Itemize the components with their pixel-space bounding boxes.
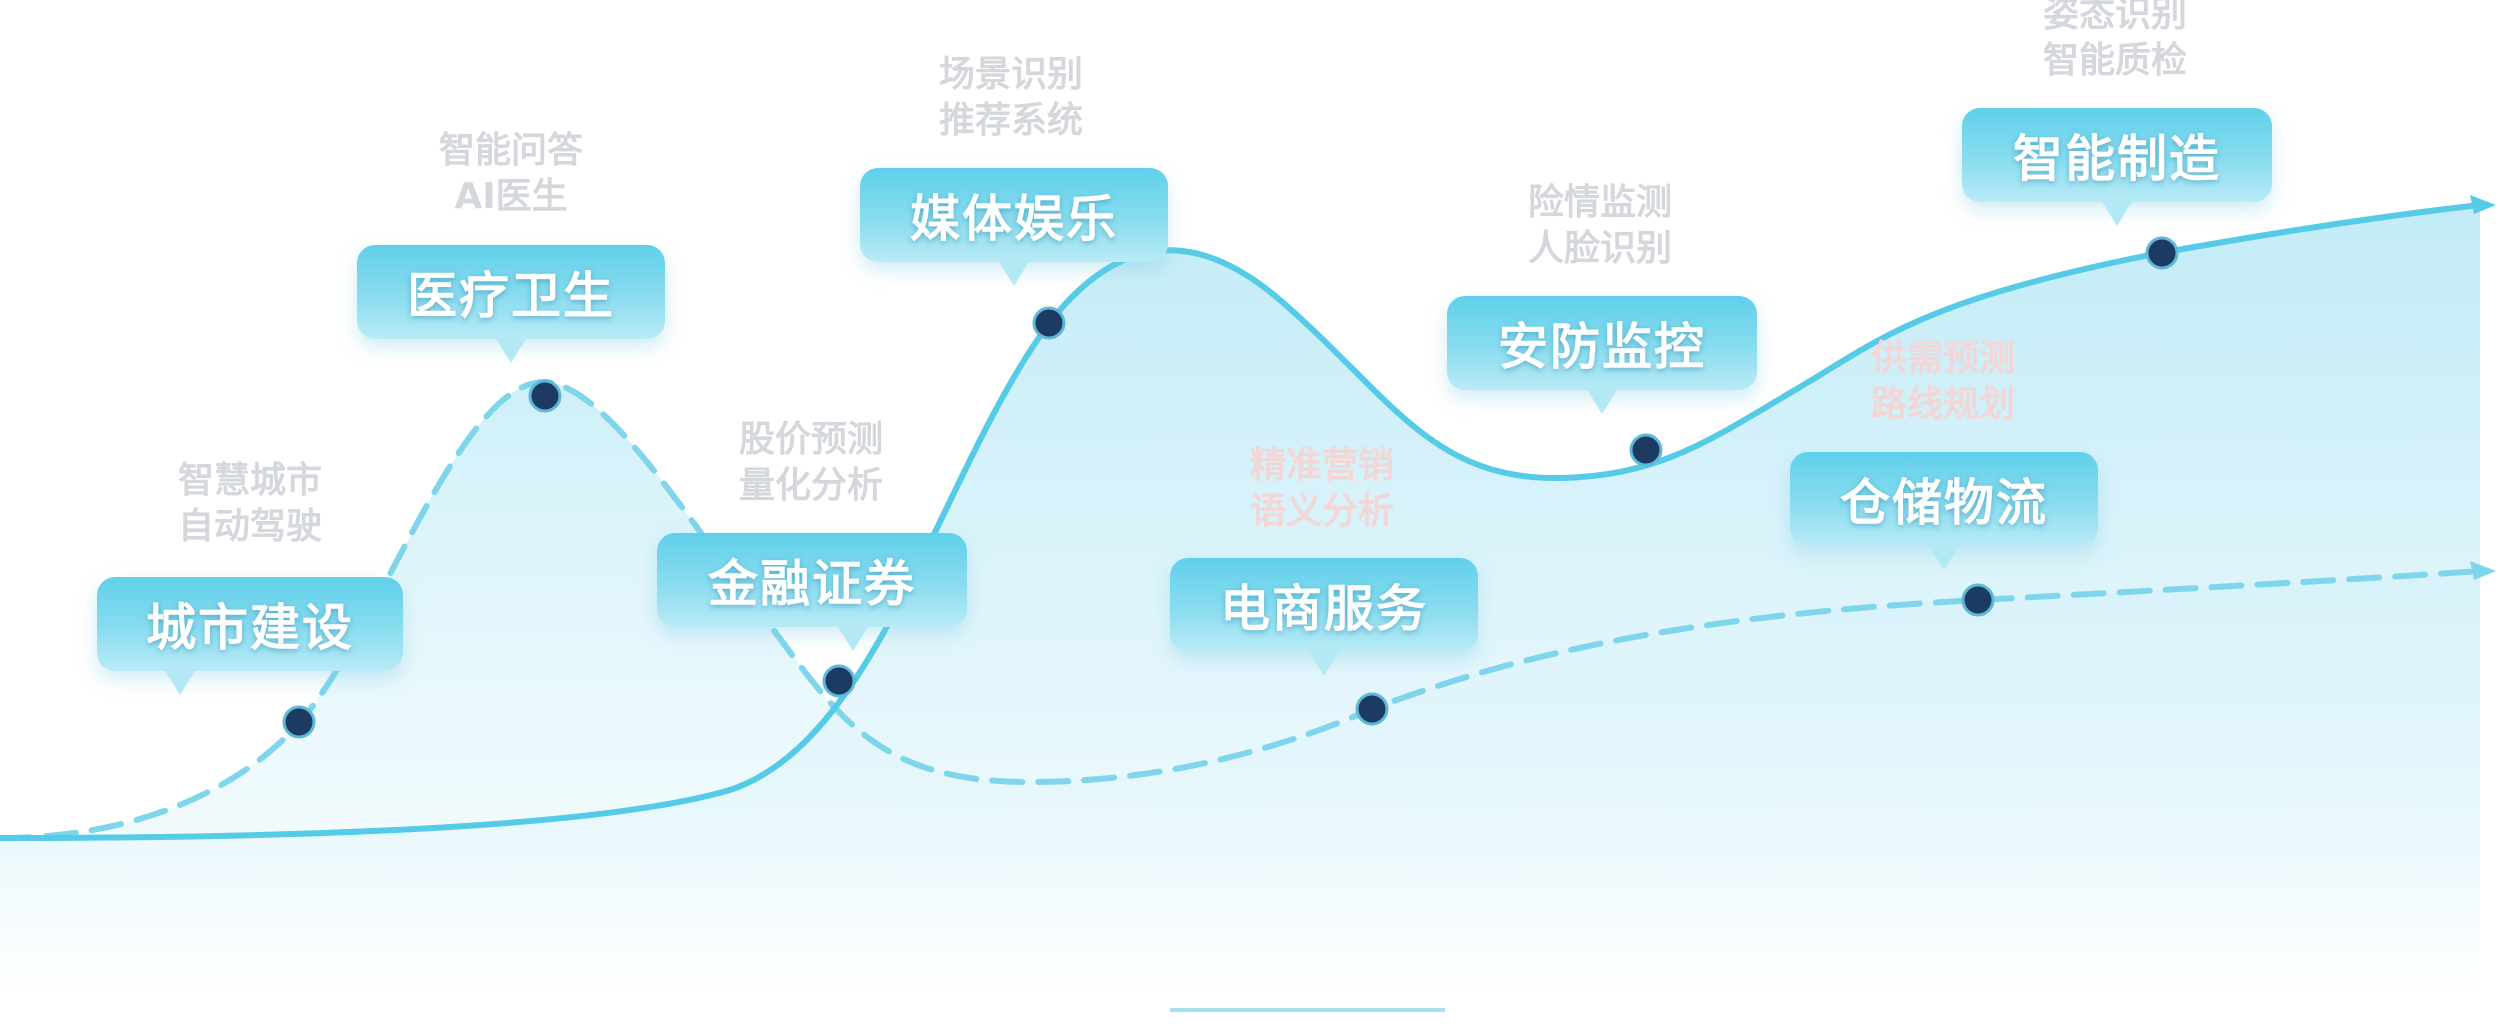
caption-line: 智能质检: [2042, 40, 2187, 81]
application-caption-5: 精准营销语义分析: [1192, 443, 1452, 535]
application-caption-2: 智能问答 AI医生: [381, 128, 641, 220]
application-caption-1: 智慧城市自动驾驶: [120, 458, 380, 550]
caption-line: 供需预测: [1870, 338, 2015, 379]
category-label: 安防监控: [1498, 318, 1706, 376]
dashed-curve-arrow: [2470, 561, 2496, 580]
category-label: 医疗卫生: [407, 267, 615, 325]
node-dot-6: [1629, 433, 1663, 467]
caption-line: 股价预测: [738, 419, 883, 460]
category-tag-2: 医疗卫生: [357, 245, 665, 363]
solid-curve: [0, 202, 2483, 841]
caption-line: 智慧城市: [177, 460, 322, 501]
caption-line: 自动驾驶: [177, 506, 322, 547]
caption-line: 姿态识别: [2042, 0, 2187, 35]
application-caption-6: 险情监测人脸识别: [1470, 180, 1730, 272]
category-tag-8: 智能制造: [1962, 108, 2272, 226]
application-caption-7: 供需预测路线规划: [1813, 336, 2073, 428]
caption-line: 精准营销: [1249, 445, 1394, 486]
caption-line: AI医生: [454, 176, 568, 217]
caption-line: 量化分析: [738, 465, 883, 506]
application-caption-3: 股价预测量化分析: [681, 417, 941, 509]
caption-line: 场景识别: [938, 54, 1083, 95]
caption-line: 语义分析: [1249, 491, 1394, 532]
category-tag-7: 仓储物流: [1790, 452, 2098, 570]
category-label: 媒体娱乐: [910, 190, 1118, 248]
category-tag-6: 安防监控: [1447, 296, 1757, 414]
node-dot-7: [1961, 583, 1995, 617]
application-caption-4: 场景识别推荐系统: [881, 52, 1141, 144]
caption-line: 险情监测: [1527, 182, 1672, 223]
node-dot-8: [2145, 236, 2179, 270]
node-dot-3: [822, 664, 856, 698]
category-label: 电商服务: [1220, 580, 1428, 638]
caption-line: 路线规划: [1870, 384, 2015, 425]
category-label: 城市建设: [146, 599, 354, 657]
caption-line: 智能问答: [438, 130, 583, 171]
category-label: 智能制造: [2013, 130, 2221, 188]
node-dot-4: [1032, 306, 1066, 340]
category-label: 仓储物流: [1840, 474, 2048, 532]
category-tag-5: 电商服务: [1170, 558, 1478, 676]
node-dot-2: [528, 379, 562, 413]
caption-line: 人脸识别: [1527, 228, 1672, 269]
category-tag-1: 城市建设: [97, 577, 403, 695]
solid-curve-arrow: [2470, 195, 2496, 214]
category-tag-4: 媒体娱乐: [860, 168, 1168, 286]
node-dot-1: [282, 705, 316, 739]
application-caption-8: 姿态识别智能质检: [1985, 0, 2245, 84]
category-tag-3: 金融证券: [657, 533, 967, 651]
node-dot-5: [1355, 692, 1389, 726]
caption-line: 推荐系统: [938, 100, 1083, 141]
category-label: 金融证券: [708, 555, 916, 613]
